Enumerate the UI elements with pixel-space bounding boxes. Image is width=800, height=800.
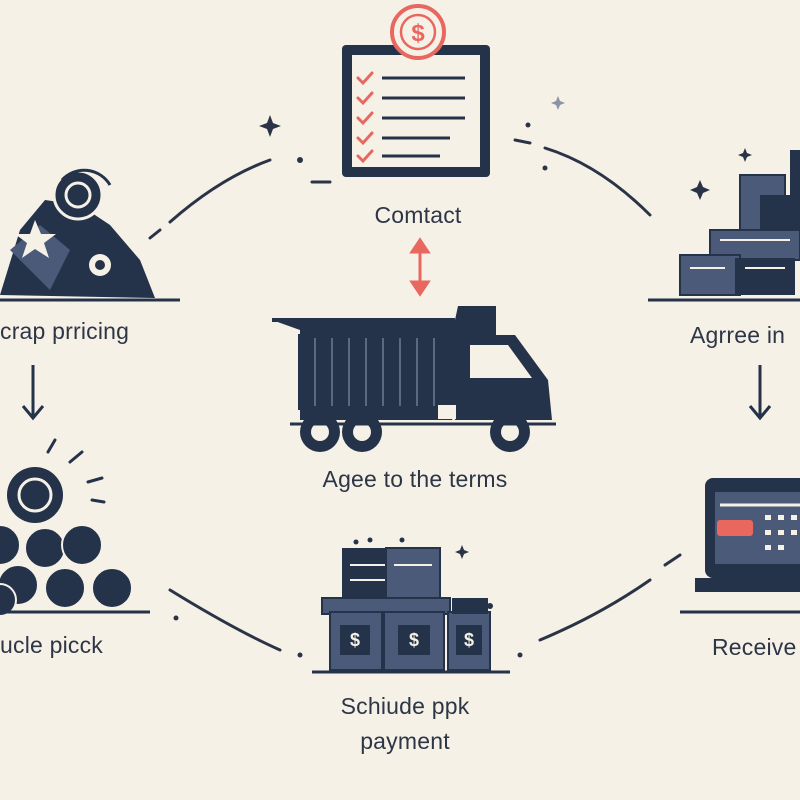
crate-stack-icon — [648, 150, 800, 302]
connector-arc-top-left-dash — [148, 228, 162, 240]
coin-pile-icon — [0, 438, 150, 617]
sparkle-icon — [259, 115, 281, 137]
step-label-agree-terms: Agee to the terms — [322, 466, 508, 492]
step-label-receive: Receive — [712, 634, 797, 660]
connector-arc-top-left — [168, 158, 272, 224]
step-label-agree-right: Agrree in — [690, 322, 786, 348]
gear-icon — [89, 254, 111, 276]
star-icon — [15, 220, 56, 258]
clipboard-checklist-icon — [342, 45, 490, 177]
double-arrow-icon — [409, 237, 431, 297]
step-label-schedule-left: ucle picck — [0, 632, 103, 658]
connector-arc-top-right — [543, 146, 652, 217]
dollar-coin-icon: $ — [390, 4, 446, 60]
svg-text:$: $ — [409, 630, 419, 650]
connector-arc-bottom-right — [538, 578, 652, 642]
svg-text:$: $ — [464, 630, 474, 650]
svg-text:$: $ — [350, 630, 360, 650]
step-label-schedule-bottom-line2: payment — [360, 728, 450, 754]
scrap-pile-icon — [0, 168, 180, 302]
dump-truck-icon — [272, 306, 556, 452]
connector-arc-top-right-dash — [513, 138, 532, 145]
down-arrow-icon — [748, 365, 772, 421]
down-arrow-icon — [21, 365, 45, 421]
svg-text:$: $ — [411, 20, 425, 47]
connector-arc-bottom-left — [168, 588, 282, 652]
step-label-schedule-bottom-line1: Schiude ppk — [340, 693, 470, 719]
step-label-scrap-pricing: crap prricing — [0, 318, 130, 344]
sparkle-icon — [455, 545, 469, 559]
payment-terminal-icon — [680, 478, 800, 614]
dollar-boxes-icon: $ $ $ — [312, 537, 510, 674]
sparkle-icon — [738, 148, 752, 162]
sparkle-icon — [690, 180, 710, 200]
step-label-contact: Comtact — [374, 202, 462, 228]
sparkle-icon — [551, 96, 565, 110]
connector-arc-bottom-right-dash — [663, 553, 682, 567]
